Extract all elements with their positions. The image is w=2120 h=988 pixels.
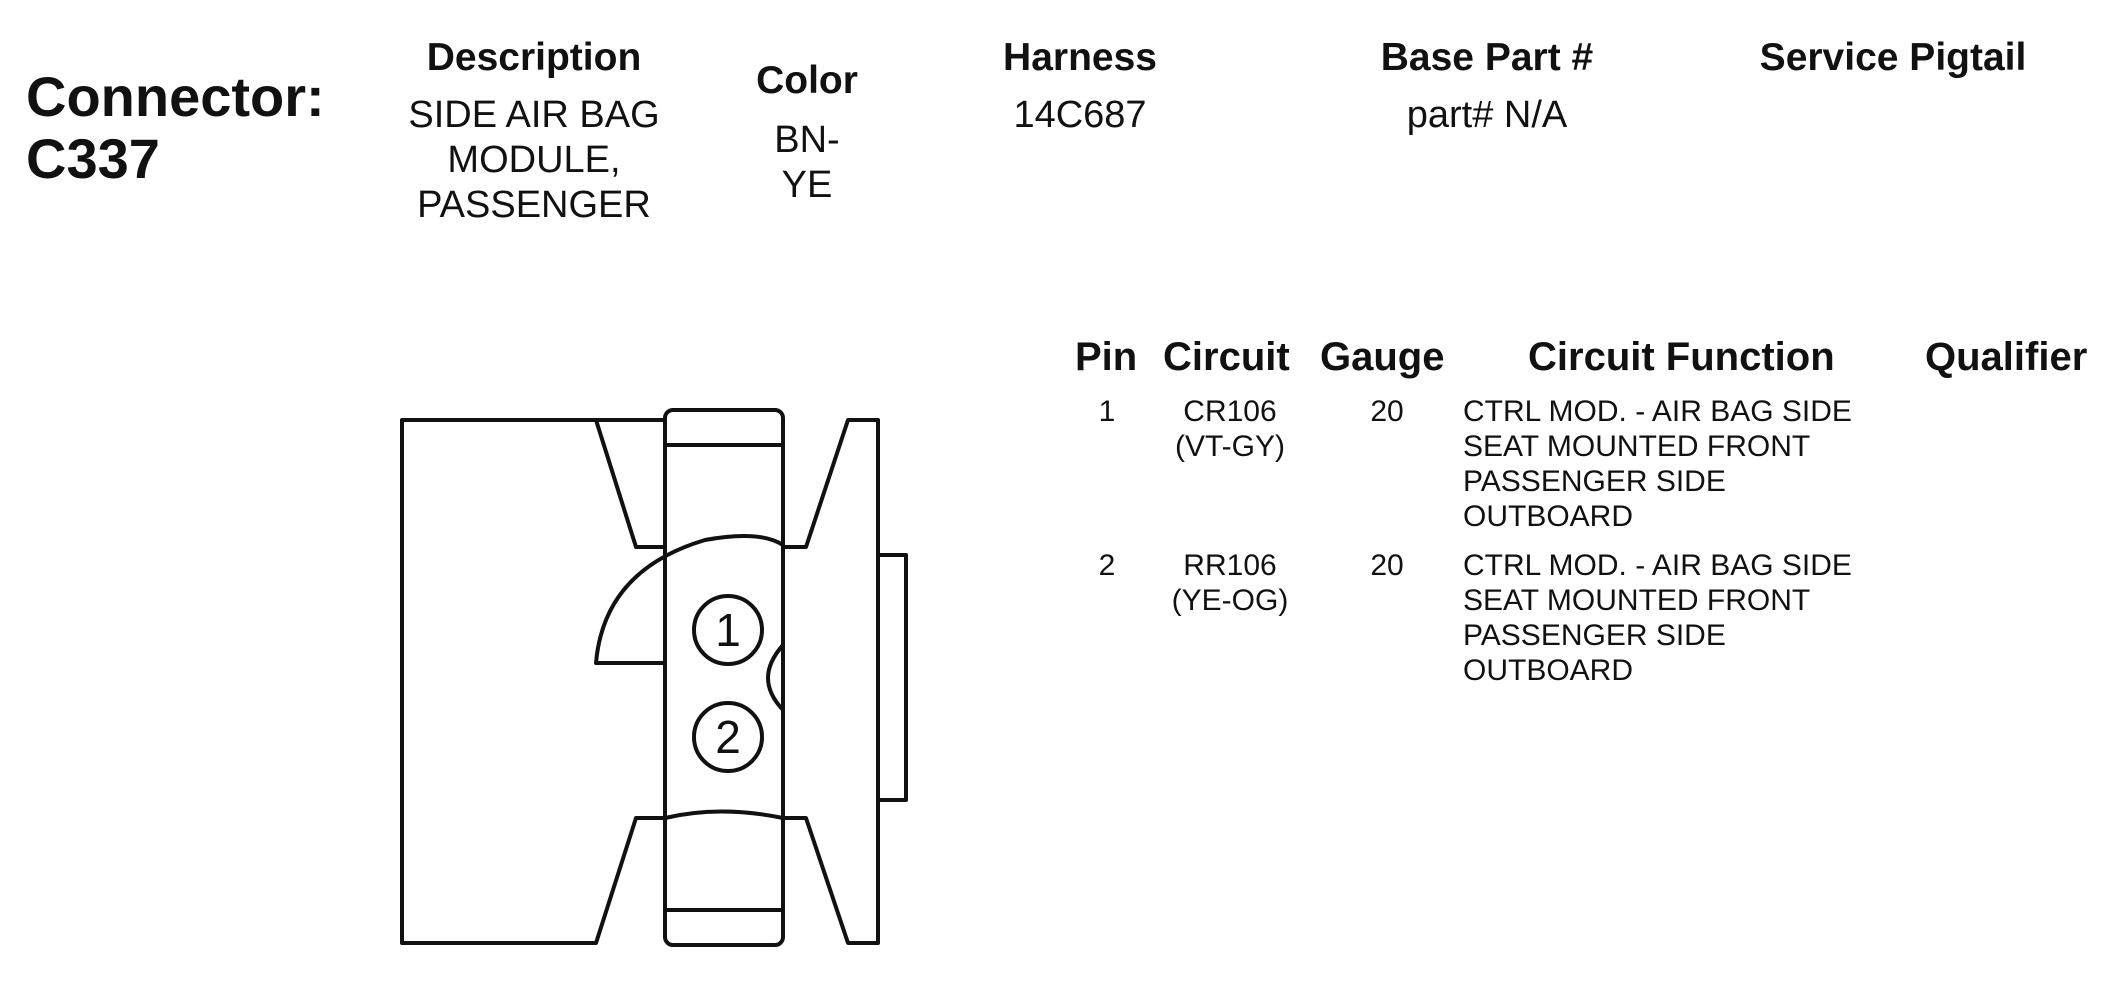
connector-face-diagram: 1 2 [400, 408, 908, 947]
wire-gauge: 20 [1370, 395, 1404, 428]
connector-title: Connector: C337 [26, 66, 325, 190]
wire-gauge: 20 [1370, 549, 1404, 582]
pin-1-cavity [692, 594, 764, 666]
circuit-id: RR106 (YE-OG) [1171, 549, 1289, 617]
locking-column [663, 408, 785, 947]
circuit-function: CTRL MOD. - AIR BAG SIDE SEAT MOUNTED FR… [1463, 395, 1852, 533]
harness-header: Harness [1003, 36, 1157, 79]
color-header: Color [756, 59, 858, 102]
connector-body-left [400, 418, 665, 945]
base-part-header: Base Part # [1380, 36, 1594, 79]
service-pigtail-header: Service Pigtail [1759, 36, 2027, 79]
pin-column-header: Pin [1075, 335, 1138, 379]
left-upper-notch [594, 419, 665, 549]
pin-1-number: 1 [715, 604, 741, 656]
pin-number: 2 [1098, 549, 1116, 582]
circuit-function-column-header: Circuit Function [1528, 335, 1835, 379]
circuit-column-header: Circuit [1163, 335, 1290, 379]
connector-label: Connector: [26, 65, 325, 128]
base-part-value: part# N/A [1406, 94, 1568, 136]
pin-2-number: 2 [715, 711, 741, 763]
pin-cavity-outline [594, 534, 785, 818]
key-tab [876, 553, 908, 802]
pin-number: 1 [1098, 395, 1116, 428]
qualifier-column-header: Qualifier [1925, 335, 2088, 379]
circuit-function: CTRL MOD. - AIR BAG SIDE SEAT MOUNTED FR… [1463, 549, 1852, 687]
description-header: Description [426, 36, 642, 79]
description-value: SIDE AIR BAG MODULE, PASSENGER [408, 94, 660, 226]
connector-body-right [783, 418, 880, 945]
connector-id: C337 [26, 127, 160, 190]
gauge-column-header: Gauge [1320, 335, 1445, 379]
circuit-id: CR106 (VT-GY) [1175, 395, 1285, 463]
harness-value: 14C687 [1013, 94, 1147, 136]
pin-2-cavity [692, 701, 764, 773]
color-value: BN- YE [774, 119, 840, 206]
